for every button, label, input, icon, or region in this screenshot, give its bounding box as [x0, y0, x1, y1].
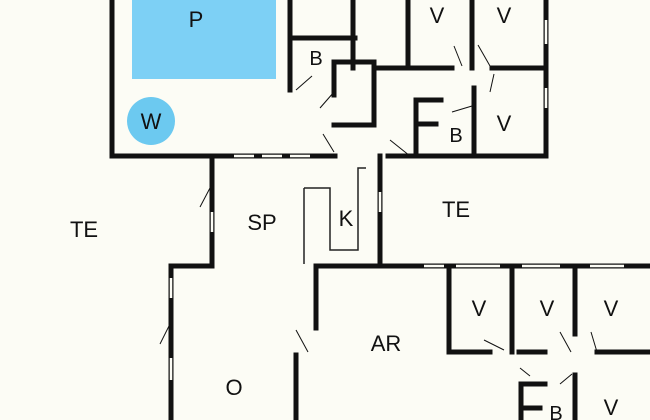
kitchen-counter — [303, 167, 366, 264]
pool-label: P — [189, 7, 204, 32]
bath-mid-label: B — [449, 125, 462, 147]
whirlpool-shape — [127, 97, 175, 145]
activity-room-label: AR — [371, 331, 402, 356]
bath-bottom-label: B — [549, 403, 562, 420]
windows — [169, 20, 648, 380]
living-label: SP — [247, 210, 276, 235]
bedroom-6-label: V — [604, 296, 619, 321]
terrace-right-label: TE — [442, 197, 470, 222]
door-swings — [159, 44, 598, 385]
bedroom-1-label: V — [430, 3, 445, 28]
bath-top-label: B — [309, 48, 322, 70]
bedroom-7-label: V — [604, 395, 619, 420]
whirlpool-label: W — [141, 109, 162, 134]
bedroom-3-label: V — [497, 111, 512, 136]
bedroom-4-label: V — [472, 296, 487, 321]
walls — [109, 0, 650, 420]
pool-shape — [132, 0, 276, 79]
o-room-label: O — [225, 375, 242, 400]
terrace-left-label: TE — [70, 217, 98, 242]
kitchen-label: K — [339, 206, 354, 231]
bedroom-5-label: V — [540, 296, 555, 321]
bedroom-2-label: V — [497, 3, 512, 28]
